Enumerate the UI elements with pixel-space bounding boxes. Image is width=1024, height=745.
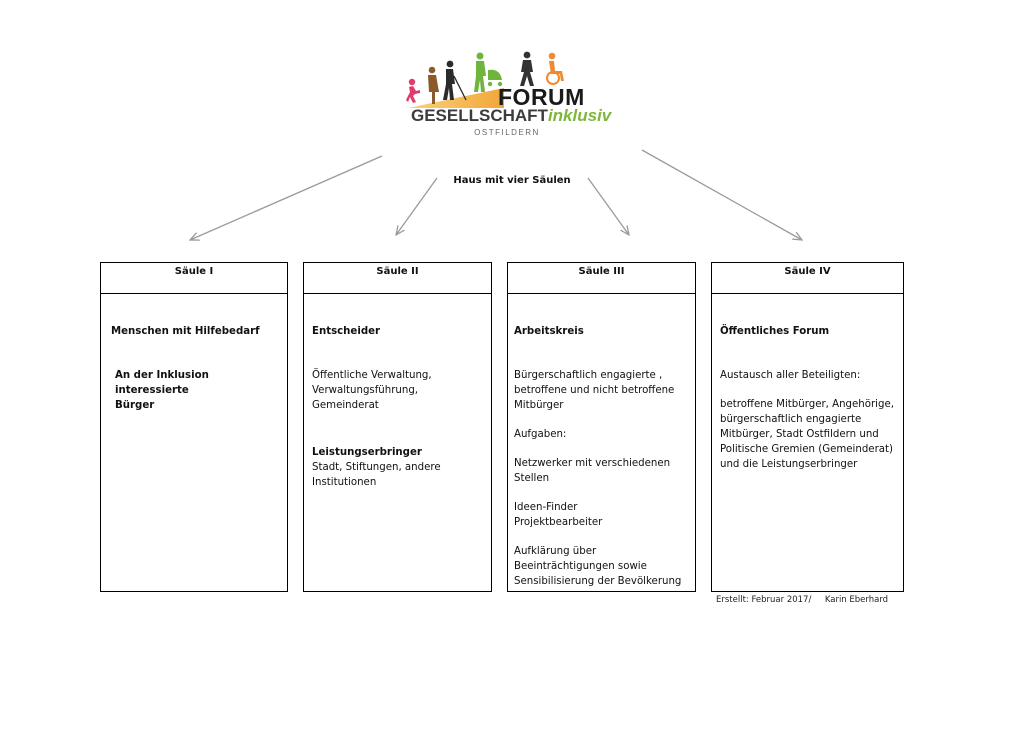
logo-inklusiv-text: inklusiv [547, 106, 612, 125]
arrow-to-pillar-3 [587, 177, 629, 235]
logo-forum-text: FORUM [498, 84, 585, 110]
pillar-1: Säule I Menschen mit Hilfebedarf An der … [100, 262, 288, 592]
blind-person-figure-icon [443, 60, 467, 101]
pillar-2-line: Gemeinderat [312, 400, 379, 411]
pillar-4-title: Öffentliches Forum [720, 326, 830, 337]
logo-gesellschaft-text: GESELLSCHAFTinklusiv [411, 106, 611, 126]
pillar-2-heading: Säule II [304, 263, 491, 294]
walker-figure-icon [520, 51, 534, 86]
pillar-2: Säule II Entscheider Öffentliche Verwalt… [303, 262, 492, 592]
pillar-1-line: An der Inklusion interessierte [115, 370, 209, 396]
runner-figure-icon [406, 78, 420, 103]
pillar-3-body: Arbeitskreis Bürgerschaftlich engagierte… [508, 294, 695, 589]
pillar-3-line: Stellen [514, 473, 550, 484]
diagram-title: Haus mit vier Säulen [453, 175, 571, 186]
pillar-1-body: Menschen mit Hilfebedarf An der Inklusio… [101, 294, 287, 413]
pillar-2-body: Entscheider Öffentliche Verwaltung, Verw… [304, 294, 491, 490]
pillar-4-line: Politische Gremien (Gemeinderat) [720, 444, 893, 455]
pillar-4-line: Mitbürger, Stadt Ostfildern und [720, 429, 879, 440]
pillar-3-tasks-label: Aufgaben: [514, 429, 567, 440]
pillar-4-line: und die Leistungserbringer [720, 459, 858, 470]
pillar-2-title: Entscheider [312, 326, 381, 337]
pillar-3: Säule III Arbeitskreis Bürgerschaftlich … [507, 262, 696, 592]
pillar-3-line: Bürgerschaftlich engagierte , [514, 370, 663, 381]
pillar-3-line: betroffene und nicht betroffene [514, 385, 675, 396]
wheelchair-figure-icon [546, 52, 564, 85]
arrow-to-pillar-1 [190, 155, 383, 240]
logo-ostfildern-text: OSTFILDERN [474, 128, 540, 137]
pillar-2-line: Stadt, Stiftungen, andere [312, 462, 441, 473]
pram-figure-icon [474, 52, 503, 92]
pillar-3-line: Netzwerker mit verschiedenen [514, 458, 671, 469]
arrow-to-pillar-4 [641, 149, 802, 240]
pillar-3-line: Mitbürger [514, 400, 564, 411]
pillar-4-heading: Säule IV [712, 263, 903, 294]
pillar-2-line: Institutionen [312, 477, 377, 488]
pillar-3-line: Beeinträchtigungen sowie [514, 561, 647, 572]
pillar-1-title: Menschen mit Hilfebedarf [111, 326, 260, 337]
pillar-4-line: bürgerschaftlich engagierte [720, 414, 862, 425]
logo-gesellschaft-main: GESELLSCHAFT [411, 106, 548, 125]
woman-figure-icon [428, 66, 439, 104]
pillar-1-line: Bürger [115, 400, 155, 411]
pillar-3-line: Aufklärung über [514, 546, 597, 557]
pillar-4-intro: Austausch aller Beteiligten: [720, 370, 861, 381]
pillar-4-body: Öffentliches Forum Austausch aller Betei… [712, 294, 903, 472]
pillar-4: Säule IV Öffentliches Forum Austausch al… [711, 262, 904, 592]
pillar-3-line: Sensibilisierung der Bevölkerung [514, 576, 682, 587]
pillar-2-subtitle: Leistungserbringer [312, 447, 422, 458]
pillar-1-heading: Säule I [101, 263, 287, 294]
pillar-4-line: betroffene Mitbürger, Angehörige, [720, 399, 894, 410]
pillar-2-line: Öffentliche Verwaltung, [312, 370, 432, 381]
author-note: Erstellt: Februar 2017/ Karin Eberhard [716, 595, 889, 605]
arrow-to-pillar-2 [396, 177, 438, 235]
logo-figures-icon [406, 51, 564, 108]
forum-logo: FORUM GESELLSCHAFTinklusiv OSTFILDERN [392, 50, 622, 146]
pillar-3-line: Projektbearbeiter [514, 517, 603, 528]
pillar-3-heading: Säule III [508, 263, 695, 294]
pillar-3-title: Arbeitskreis [514, 326, 584, 337]
pillar-2-line: Verwaltungsführung, [312, 385, 419, 396]
pillar-3-line: Ideen-Finder [514, 502, 578, 513]
